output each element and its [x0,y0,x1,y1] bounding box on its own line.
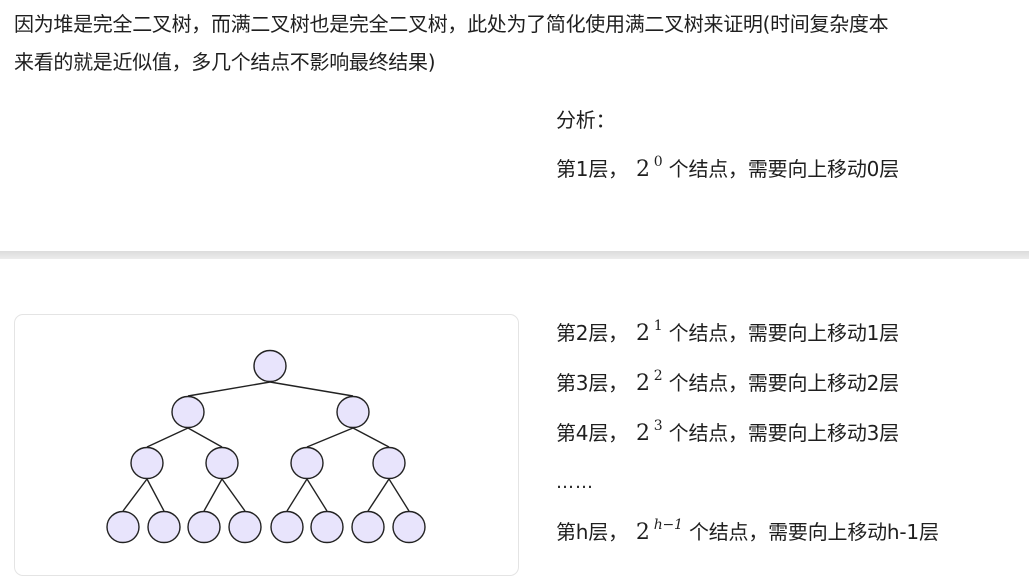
binary-tree-diagram [106,349,426,544]
level-suffix: 个结点，需要向上移动0层 [668,157,900,181]
level-prefix: 第2层， [556,321,628,345]
math-exponent: 3 [653,418,663,434]
math-exponent: 0 [653,154,663,170]
math-base: 2 [635,520,650,545]
level-prefix: 第h层， [556,520,628,544]
math-exponent: 2 [653,368,663,384]
level-prefix: 第3层， [556,371,628,395]
level-prefix: 第4层， [556,421,628,445]
math-base: 2 [635,157,650,182]
math-exponent: h−1 [653,517,683,533]
section-divider [0,251,1029,259]
level-suffix: 个结点，需要向上移动h-1层 [688,520,939,544]
level-suffix: 个结点，需要向上移动1层 [668,321,900,345]
level-suffix: 个结点，需要向上移动2层 [668,371,900,395]
math-base: 2 [635,421,650,446]
tree-diagram-card [14,314,519,576]
level-prefix: 第1层， [556,157,628,181]
intro-line-1: 因为堆是完全二叉树，而满二叉树也是完全二叉树，此处为了简化使用满二叉树来证明(时… [14,12,889,36]
math-exponent: 1 [653,318,663,334]
level-suffix: 个结点，需要向上移动3层 [668,421,900,445]
math-base: 2 [635,321,650,346]
math-base: 2 [635,371,650,396]
ellipsis: …… [556,472,594,493]
tree-nodes [106,349,426,544]
analysis-title: 分析： [556,108,616,132]
intro-line-2: 来看的就是近似值，多几个结点不影响最终结果) [14,50,436,74]
tree-edges [122,381,410,512]
intro-paragraph: 因为堆是完全二叉树，而满二叉树也是完全二叉树，此处为了简化使用满二叉树来证明(时… [14,5,1029,81]
